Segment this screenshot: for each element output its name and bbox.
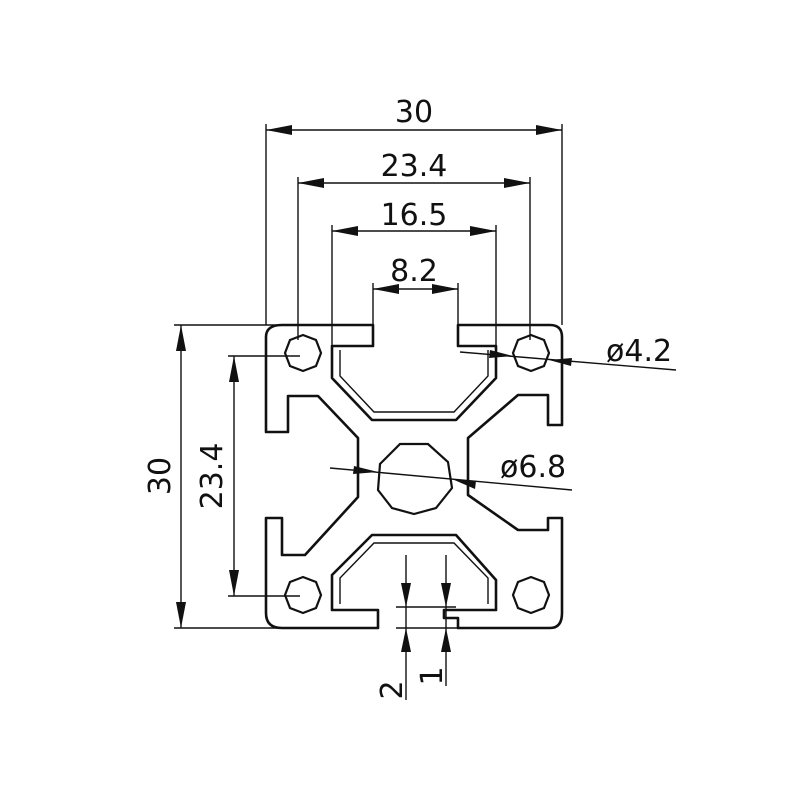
- dim-overall-width-label: 30: [395, 95, 433, 130]
- top-slot-cavity: [339, 350, 489, 413]
- corner-hole-top-right: [511, 333, 551, 373]
- corner-hole-bottom-left: [283, 575, 323, 615]
- dim-center-bore-label: ø6.8: [500, 450, 566, 485]
- dim-slot-inner-width: 16.5: [331, 198, 497, 346]
- dim-slot-inner-width-label: 16.5: [381, 198, 448, 233]
- dim-lip: 2 1: [375, 555, 470, 700]
- dim-lip-depth-label: 2: [375, 680, 410, 699]
- dim-outer-slot-span-label: 23.4: [381, 149, 448, 184]
- dim-corner-hole-label: ø4.2: [606, 334, 672, 369]
- dim-center-bore: ø6.8: [329, 450, 573, 491]
- bottom-slot-cavity: [339, 542, 489, 604]
- corner-hole-bottom-right: [511, 575, 551, 615]
- center-bore: [376, 442, 454, 516]
- dim-slot-opening-label: 8.2: [390, 254, 438, 289]
- dim-overall-width: 30: [265, 95, 563, 325]
- dim-overall-height-label: 30: [143, 457, 178, 495]
- dim-lip-step-label: 1: [415, 666, 450, 685]
- dim-outer-slot-span: 23.4: [297, 149, 531, 340]
- dim-vertical-span-label: 23.4: [195, 443, 230, 510]
- dim-corner-hole: ø4.2: [459, 334, 677, 371]
- dim-slot-opening: 8.2: [372, 254, 459, 325]
- dim-vertical-span: 23.4: [195, 355, 300, 597]
- corner-hole-top-left: [283, 333, 323, 373]
- aluminum-profile: [264, 323, 564, 630]
- dim-overall-height: 30: [143, 324, 282, 629]
